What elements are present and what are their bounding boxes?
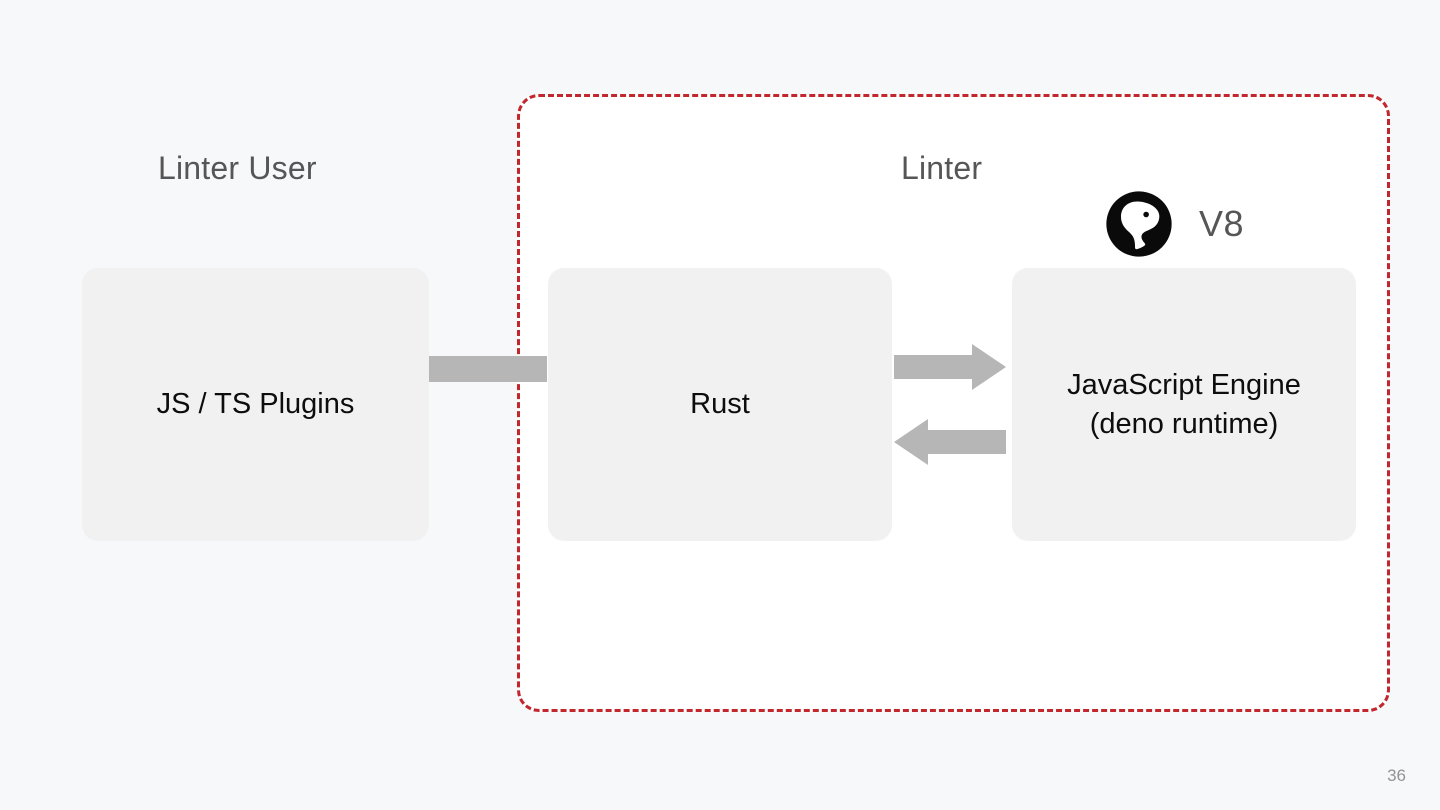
arrow-rust-to-engine — [894, 344, 1006, 390]
connector-plugins-to-rust — [429, 356, 547, 382]
node-label-rust: Rust — [690, 388, 750, 421]
node-label-engine-line1: JavaScript Engine — [1067, 368, 1301, 401]
group-label-linter: Linter — [901, 150, 983, 186]
arrow-engine-to-rust — [894, 419, 1006, 465]
node-js-ts-plugins: JS / TS Plugins — [82, 268, 429, 541]
node-javascript-engine: JavaScript Engine (deno runtime) — [1012, 268, 1356, 541]
deno-dinosaur-logo-icon — [1105, 190, 1173, 258]
node-label-javascript-engine: JavaScript Engine (deno runtime) — [1067, 366, 1301, 443]
v8-label: V8 — [1199, 203, 1245, 244]
node-label-js-ts-plugins: JS / TS Plugins — [156, 388, 355, 421]
node-label-engine-line2: (deno runtime) — [1089, 407, 1279, 440]
group-label-linter-user: Linter User — [158, 150, 317, 186]
node-rust: Rust — [548, 268, 892, 541]
page-number: 36 — [1387, 766, 1406, 785]
